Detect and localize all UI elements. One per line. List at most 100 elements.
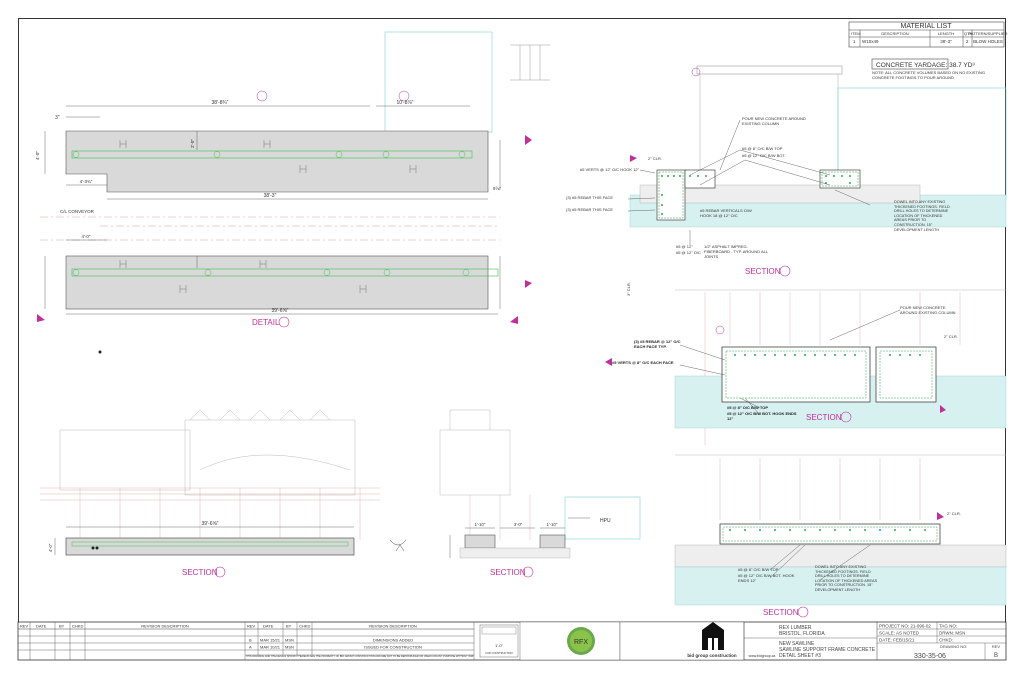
elev-dim-side-a: 4'-0" <box>48 543 53 552</box>
rfx-logo: RFX <box>519 621 621 661</box>
elevation-label-1: SECTION <box>182 568 218 577</box>
sec-a-callout-12: #5 @ 12" <box>676 244 693 249</box>
bid-group-logo: bid group construction www.bidgroup.ca <box>619 621 776 661</box>
drawing-number: 330-35-06 <box>914 653 946 660</box>
sec-a-clr-2: 2" CLR. <box>648 156 662 161</box>
material-qty: 2 <box>966 39 969 44</box>
stamp-text: FOR CONSTRUCTION <box>485 651 512 655</box>
rev-hdr-chkd: CHKD <box>72 624 83 629</box>
rev-b-letter: B <box>249 638 252 643</box>
section-c-label: SECTION <box>763 608 799 617</box>
rev-hdr-description: REVISION DESCRIPTION <box>141 624 189 629</box>
dim-4-left-b: 4'-0" <box>82 234 91 239</box>
rfx-logo-text: RFX <box>574 639 588 646</box>
material-supplier: BLOW HOLES <box>973 39 1003 44</box>
dim-middle: 38'-3" <box>264 193 277 199</box>
sec-b-callout-bot: #5 @ 12" O/C B/W BOT. HOOK ENDS 12" <box>727 411 797 421</box>
rev-a-description: ISSUED FOR CONSTRUCTION <box>364 645 422 650</box>
sec-a-callout-rebar-1: (3) #5 REBAR THIS FACE <box>566 195 614 200</box>
hpu-label: HPU <box>600 518 611 524</box>
project-title-3: DETAIL SHEET #3 <box>779 653 821 659</box>
sec-b-clr: 2" CLR. <box>944 334 958 339</box>
sec-c-callout-dowel: DOWEL INTO ANY EXISTING THICKENED FOOTIN… <box>815 565 878 592</box>
sec-a-callout-top: #5 @ 8" O/C B/W TOP <box>742 146 783 151</box>
sec-a-callout-verts: #5 VERTS @ 12" O/C HOOK 12" <box>580 167 640 172</box>
rev-a-date: MAR 10/21 <box>260 645 281 650</box>
disclaimer-text: THIS DRAWING AND THE DESIGN SHOWN THEREO… <box>246 655 474 658</box>
section-a-label: SECTION <box>745 267 781 276</box>
sec-a-callout-rebar-2: (3) #5 REBAR THIS FACE <box>566 207 614 212</box>
drawn-by: DRWN: MSN <box>939 631 965 636</box>
sec-c-callout-top: #5 @ 8" O/C B/W TOP <box>738 567 779 572</box>
concrete-note: NOTE: ALL CONCRETE VOLUMES BASED ON NO E… <box>872 70 985 80</box>
col-header-item: ITEM <box>851 31 861 36</box>
material-length: 38'-3" <box>940 39 952 44</box>
col-header-description: DESCRIPTION <box>881 31 908 36</box>
project-no: PROJECT NO: 21-096-02 <box>879 624 931 629</box>
drawing-no-label: DRAWING NO: <box>940 644 967 649</box>
sec-a-clr-3: 3" CLR. <box>626 282 631 296</box>
dim-side-a: 4'-0" <box>35 151 40 160</box>
elevation-label-2: SECTION <box>490 568 526 577</box>
sec-b-callout-top: #5 @ 8" O/C B/W TOP <box>727 405 769 410</box>
rev-a-by: MSN <box>285 645 294 650</box>
material-list-table: MATERIAL LIST ITEM DESCRIPTION LENGTH QT… <box>848 21 1008 48</box>
dim-3in: 3" <box>55 115 60 121</box>
rev2-hdr-rev: REV <box>247 624 256 629</box>
stamp-dimension: 1'-0" <box>495 643 504 648</box>
sec-b-callout-verts: #5 VERTS @ 8" O/C EACH FACE <box>612 360 674 365</box>
sec-a-callout-fiberboard: 1/2" ASPHALT IMPREG. FIBERBOARD - TYP. A… <box>704 244 768 259</box>
sec-a-callout-dowel: DOWEL INTO ANY EXISTING THICKENED FOOTIN… <box>894 200 950 232</box>
construction-stamp: 1'-0" FOR CONSTRUCTION <box>479 624 519 658</box>
rev-hdr-date: DATE <box>36 624 47 629</box>
col-header-length: LENGTH <box>938 31 954 36</box>
company-name: bid group construction <box>687 653 736 658</box>
tag-no: TAG NO: <box>939 624 957 629</box>
rev-b-by: MSN <box>285 638 294 643</box>
rev-hdr-rev: REV <box>20 624 29 629</box>
client-location: BRISTOL, FLORIDA <box>779 631 825 637</box>
material-list-title: MATERIAL LIST <box>901 23 953 30</box>
yardage-box <box>871 58 949 70</box>
rev-b-description: DIMENSIONS ADDED <box>373 638 413 643</box>
rev2-hdr-date: DATE <box>263 624 274 629</box>
dim-right-9: 9⅞" <box>493 186 501 191</box>
rev2-hdr-chkd: CHKD <box>299 624 310 629</box>
rev2-hdr-description: REVISION DESCRIPTION <box>369 624 417 629</box>
section-a: POUR NEW CONCRETE AROUND EXISTING COLUMN… <box>566 65 1007 296</box>
section-c: #5 @ 8" O/C B/W TOP #5 @ 12" O/C B/W BOT… <box>674 454 1007 618</box>
dim-4-left: 4'-3¾" <box>80 179 93 184</box>
section-b-label: SECTION <box>806 413 842 422</box>
sec-c-callout-bot: #5 @ 12" O/C B/W BOT. HOOK ENDS 12" <box>738 573 795 583</box>
company-website: www.bidgroup.ca <box>749 654 776 658</box>
elev-dim-long: 39'-6⅝" <box>202 521 219 527</box>
rev2-hdr-by: BY <box>286 624 292 629</box>
rev-a-letter: A <box>249 645 252 650</box>
project-title-1: NEW SAWLINE <box>779 641 815 647</box>
sec-a-callout-12oc: #5 @ 12" O/C <box>676 250 701 255</box>
sec-b-callout-rebar: (3) #5 REBAR @ 12" O/C EACH FACE TYP. <box>634 339 681 349</box>
sec-c-clr: 2" CLR. <box>947 511 961 516</box>
date-label: DATE: FEB/15/21 <box>879 638 915 643</box>
material-description: W10x49 <box>862 39 879 44</box>
dim-overall-bottom: 39'-6⅝" <box>272 308 289 314</box>
client-name: REX LUMBER <box>779 625 812 631</box>
plan-view: C/L CONVEYOR 38'-8¾" 10'-8⅞" 3" 38'-3" 4… <box>35 31 550 354</box>
rev-value: B <box>994 653 998 659</box>
elev-dim-side-d: 1'-10" <box>547 522 558 527</box>
dim-side-b: 2'-0" <box>190 139 195 148</box>
dim-overall-top: 38'-8¾" <box>212 100 229 106</box>
rev-b-date: MAR 15/21 <box>260 638 281 643</box>
rev-label: REV <box>992 644 1001 649</box>
plan-label: DETAIL <box>252 318 280 327</box>
dim-right-top: 10'-8⅞" <box>397 100 414 106</box>
title-block: REV DATE BY CHKD REVISION DESCRIPTION RE… <box>17 621 1007 661</box>
centerline-note: C/L CONVEYOR <box>60 209 95 214</box>
sec-b-callout-pour: POUR NEW CONCRETE AROUND EXISTING COLUMN <box>900 305 956 315</box>
project-title-2: SAWLINE SUPPORT FRAME CONCRETE <box>779 647 876 653</box>
sec-a-callout-bot: #5 @ 12" O/C B/W BOT. <box>742 153 786 158</box>
section-b: POUR NEW CONCRETE AROUND EXISTING COLUMN… <box>605 289 1007 445</box>
elev-dim-side-c: 3'-0" <box>514 522 523 527</box>
col-header-supplier: PATTERN/SUPPLIER <box>969 31 1008 36</box>
